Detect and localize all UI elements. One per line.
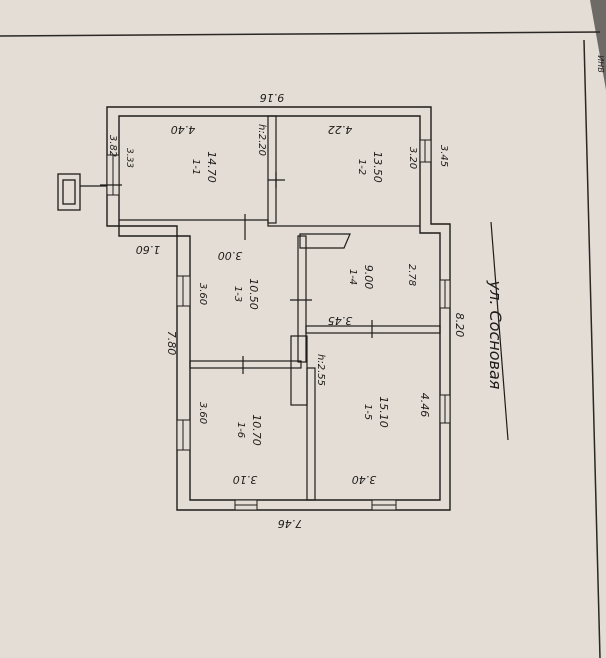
room-1-4: 1-4 9.00 3.45 2.78 (328, 264, 417, 327)
room-1-2-depth: 3.20 (407, 147, 418, 169)
dim-left-height: 7.80 (165, 331, 178, 356)
doors (100, 172, 373, 374)
room-1-1-depth: 3.33 (124, 148, 134, 168)
room-1-3-depth: 3.60 (197, 283, 208, 305)
room-1-6-area: 10.70 (250, 414, 263, 446)
svg-text:7.46: 7.46 (278, 517, 303, 530)
dim-right-height: 8.20 (453, 313, 466, 338)
room-1-4-width: 3.45 (328, 314, 353, 327)
svg-text:8.20: 8.20 (453, 313, 466, 338)
room-1-2-area: 13.50 (371, 151, 384, 183)
room-1-4-depth: 2.78 (406, 264, 417, 286)
svg-text:9.16: 9.16 (260, 91, 285, 104)
room-1-1-extra: 3.82 (107, 135, 118, 157)
room-1-2-id: 1-2 (356, 159, 367, 175)
room-1-4-area: 9.00 (362, 265, 375, 290)
room-1-2-width: 4.22 (328, 123, 353, 136)
room-1-4-id: 1-4 (347, 269, 358, 285)
room-1-5-width: 3.40 (352, 473, 377, 486)
interior-walls (119, 115, 441, 501)
frame-line-right (583, 39, 601, 658)
svg-text:7.80: 7.80 (165, 331, 178, 356)
wall-1-6-1-5 (306, 367, 316, 501)
wall-upper-lower (119, 219, 420, 227)
room-1-3: 3.00 3.60 1-3 10.50 (197, 249, 260, 310)
room-1-1-width: 4.40 (171, 123, 196, 136)
room-1-1: 4.40 3.82 3.33 1-1 14.70 h:2.20 (107, 123, 267, 183)
room-1-2-extra: 3.45 (438, 145, 449, 167)
wall-1-4-1-5 (305, 325, 441, 334)
wall-1-1-1-2 (267, 115, 277, 224)
dim-top-width: 9.16 (260, 91, 285, 104)
room-1-3-area: 10.50 (247, 278, 260, 310)
room-1-5: h:2.55 1-5 15.10 4.46 3.40 (315, 354, 431, 486)
room-1-1-id: 1-1 (190, 159, 201, 175)
room-1-5-area: 15.10 (377, 396, 390, 428)
room-1-6-width: 3.10 (233, 473, 258, 486)
room-1-5-depth: 4.46 (418, 393, 431, 418)
windows (106, 139, 451, 511)
svg-text:1.60: 1.60 (136, 243, 161, 256)
room-1-5-id: 1-5 (362, 404, 373, 420)
dim-bottom-width: 7.46 (278, 517, 303, 530)
dim-offset: 1.60 (136, 243, 161, 256)
room-1-3-width: 3.00 (218, 249, 243, 262)
wall-1-3-1-4 (297, 235, 307, 363)
corner-stamp: ИНВ (596, 55, 605, 73)
room-1-1-area: 14.70 (205, 151, 218, 183)
room-1-2: 4.22 1-2 13.50 3.20 3.45 (328, 123, 449, 183)
stair-partition (290, 335, 308, 406)
room-1-3-id: 1-3 (232, 286, 243, 302)
wall-1-3-1-6 (189, 360, 302, 369)
corner-mark-text: ИНВ (596, 55, 605, 73)
street-name: ул. Сосновая (486, 280, 505, 390)
room-1-1-height: h:2.20 (256, 124, 267, 156)
stair-slope (299, 233, 351, 249)
street-label: ул. Сосновая (486, 221, 509, 441)
room-1-5-height: h:2.55 (315, 354, 326, 386)
room-1-6-id: 1-6 (235, 422, 246, 438)
frame-line-top (0, 31, 601, 37)
room-1-6-depth: 3.60 (197, 402, 208, 424)
room-1-6: 3.60 1-6 10.70 3.10 (197, 402, 263, 486)
entry-porch (57, 173, 107, 211)
